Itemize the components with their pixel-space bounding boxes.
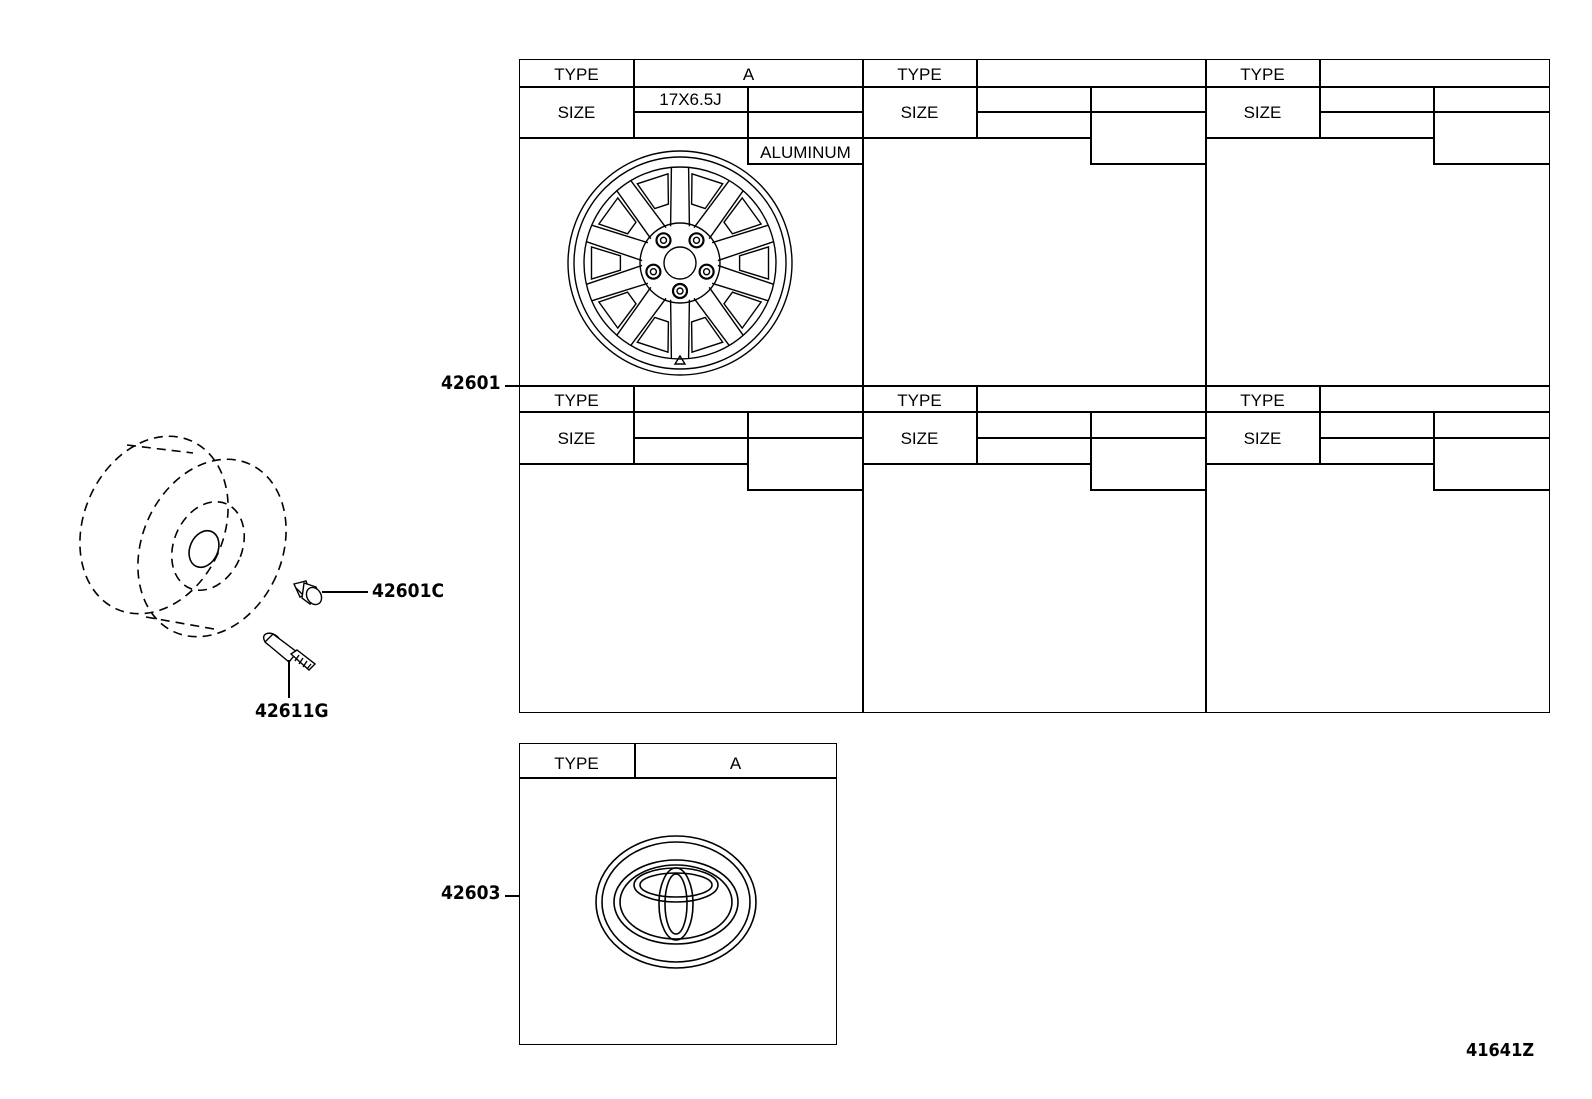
- type-label: TYPE: [1240, 65, 1285, 84]
- size-label: SIZE: [1243, 103, 1282, 122]
- cap-table-frame: [519, 743, 837, 1045]
- type-label: TYPE: [897, 65, 942, 84]
- cap-type-label: TYPE: [554, 754, 599, 773]
- grid-col-divider-1: [862, 59, 864, 713]
- grid-row-divider: [519, 385, 1550, 387]
- grid-col-divider-2: [1205, 59, 1207, 713]
- material-value: ALUMINUM: [760, 143, 851, 162]
- cap-type-value: A: [729, 754, 742, 773]
- leader-line-42601C: [322, 591, 368, 593]
- part-number-42611G: 42611G: [255, 700, 329, 722]
- size-label: SIZE: [557, 429, 596, 448]
- leader-line-42611G: [288, 660, 290, 698]
- leader-line-42603: [505, 895, 519, 897]
- alloy-wheel-drawing: [567, 150, 793, 376]
- size-label: SIZE: [900, 429, 939, 448]
- size-label: SIZE: [1243, 429, 1282, 448]
- valve-stem-icon: [262, 632, 317, 671]
- type-label: TYPE: [554, 65, 599, 84]
- type-value: A: [742, 65, 755, 84]
- center-cap-emblem: [595, 835, 757, 969]
- leader-line-42601: [505, 385, 519, 387]
- type-label: TYPE: [1240, 391, 1285, 410]
- size-label: SIZE: [557, 103, 596, 122]
- lug-nut-icon: [293, 580, 323, 606]
- part-number-42601C: 42601C: [372, 580, 445, 602]
- cap-table-col-line: [634, 743, 636, 778]
- type-label: TYPE: [897, 391, 942, 410]
- type-label: TYPE: [554, 391, 599, 410]
- part-number-42603: 42603: [441, 882, 501, 904]
- size-label: SIZE: [900, 103, 939, 122]
- size-value: 17X6.5J: [659, 90, 722, 109]
- part-number-42601: 42601: [441, 372, 501, 394]
- figure-code: 41641Z: [1466, 1040, 1535, 1061]
- cap-table-header-line: [519, 777, 837, 779]
